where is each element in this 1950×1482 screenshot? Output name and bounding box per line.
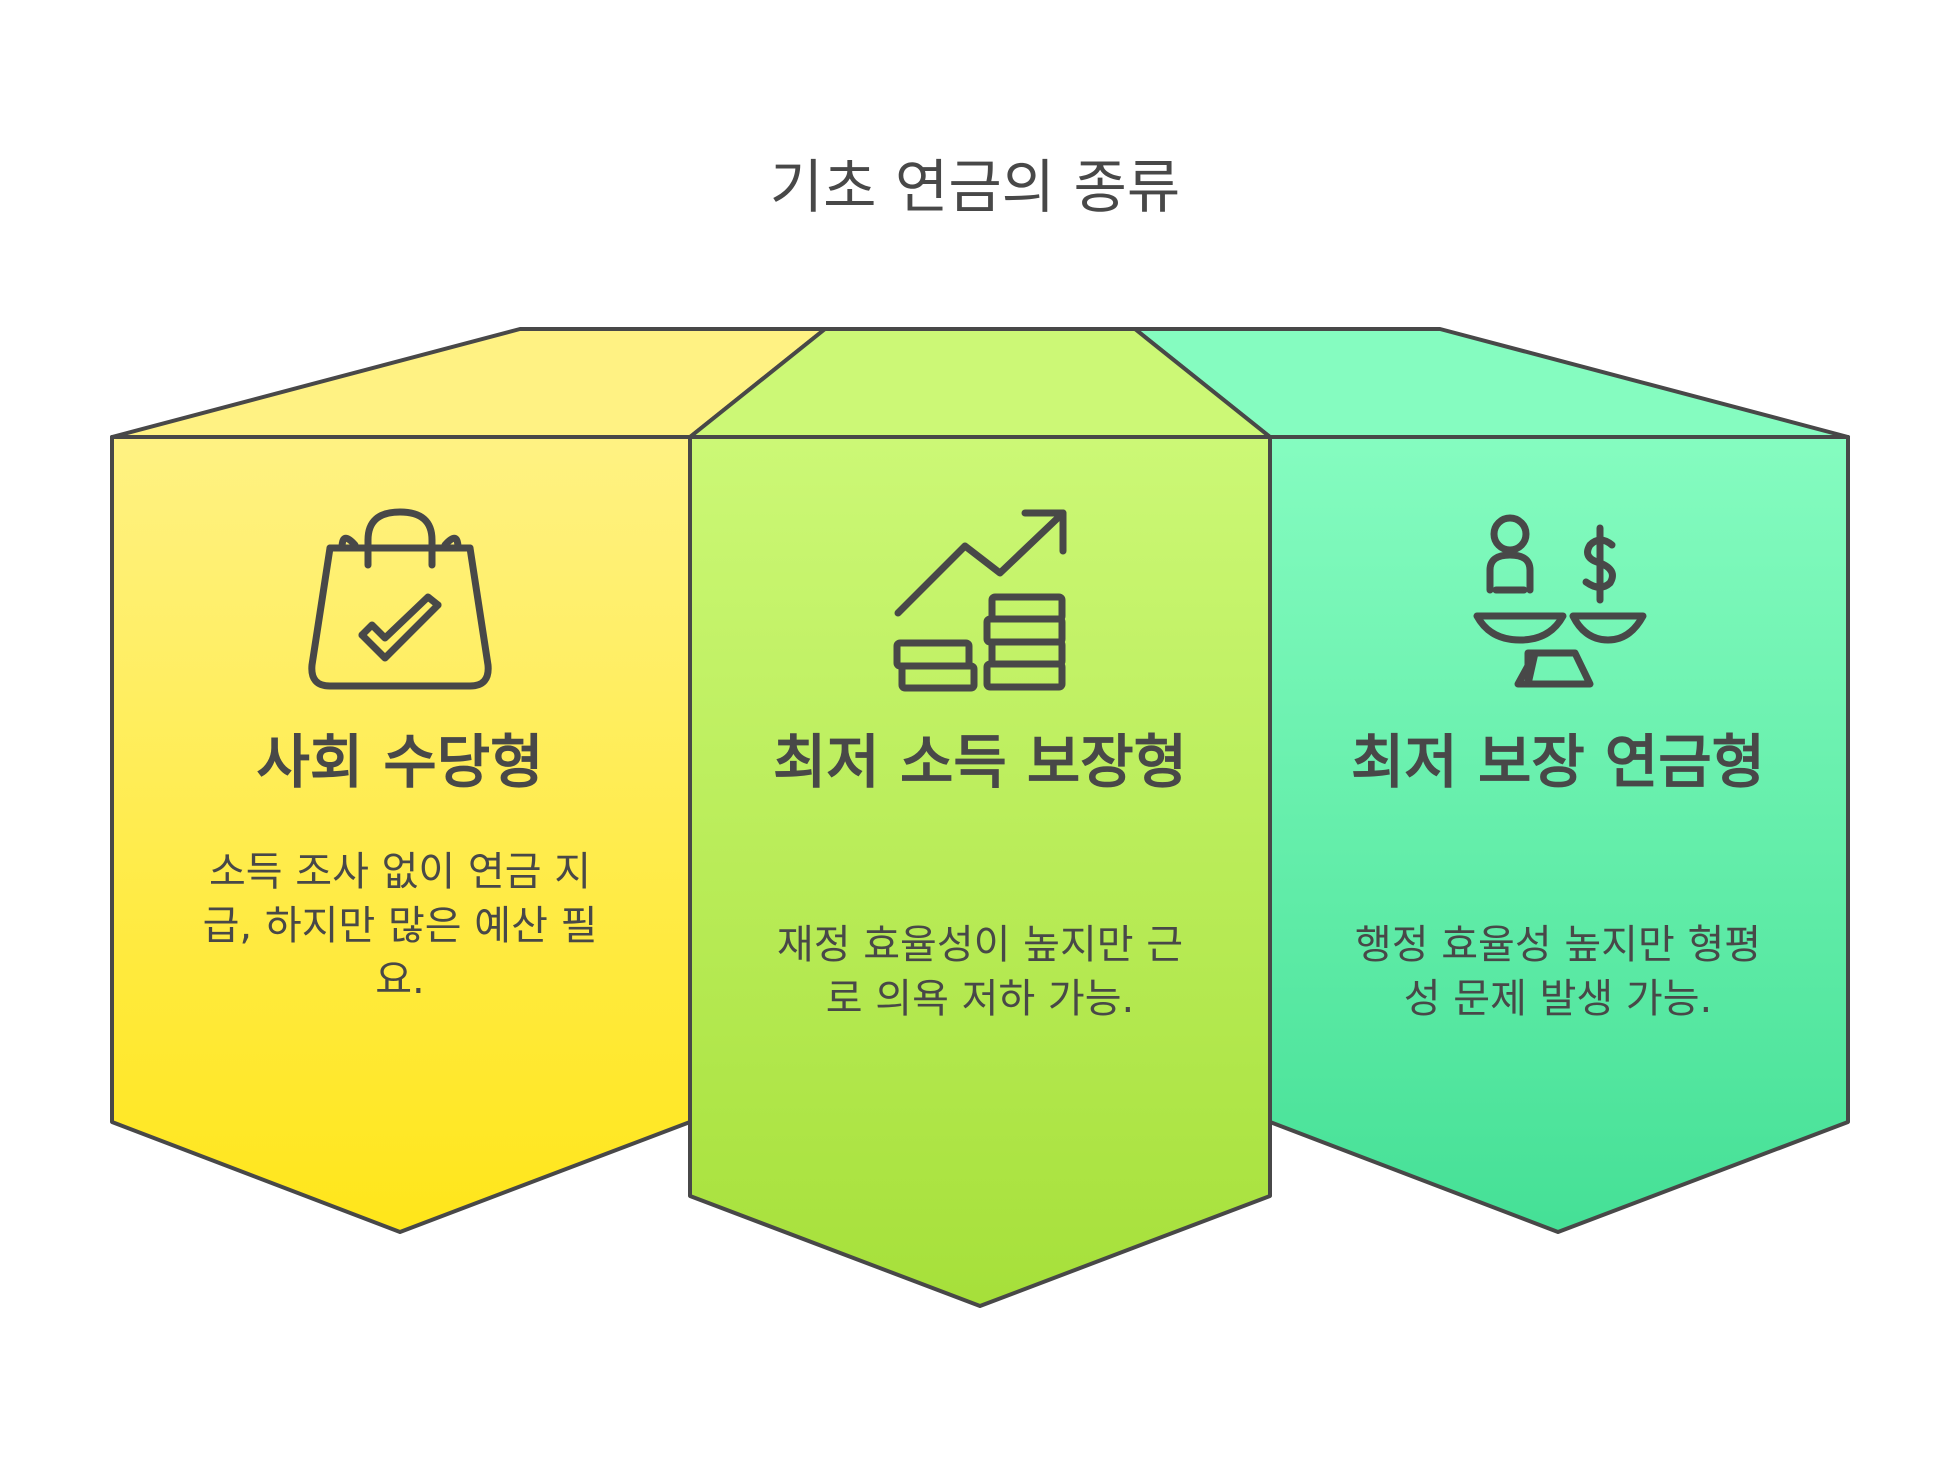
growth-coins-icon [893,509,1067,692]
card-heading-minimum-income: 최저 소득 보장형 [773,728,1187,796]
card-social-allowance [110,327,827,1234]
card-social-allowance-body [110,435,692,1234]
page-title: 기초 연금의 종류 [769,153,1181,221]
card-minimum-pension [1133,327,1850,1234]
card-minimum-income-body [688,435,1272,1308]
card-heading-social-allowance: 사회 수당형 [256,728,544,796]
card-description-minimum-income: 재정 효율성이 높지만 근로 의욕 저하 가능. [776,922,1184,1022]
card-minimum-income [688,327,1272,1308]
shopping-bag-check-icon [308,508,492,690]
card-description-social-allowance: 소득 조사 없이 연금 지급, 하지만 많은 예산 필요. [202,849,598,1003]
card-description-minimum-pension: 행정 효율성 높지만 형평성 문제 발생 가능. [1354,922,1762,1022]
card-heading-minimum-pension: 최저 보장 연금형 [1351,728,1765,796]
balance-scale-person-dollar-icon [1473,514,1647,688]
card-minimum-pension-body [1268,435,1850,1234]
